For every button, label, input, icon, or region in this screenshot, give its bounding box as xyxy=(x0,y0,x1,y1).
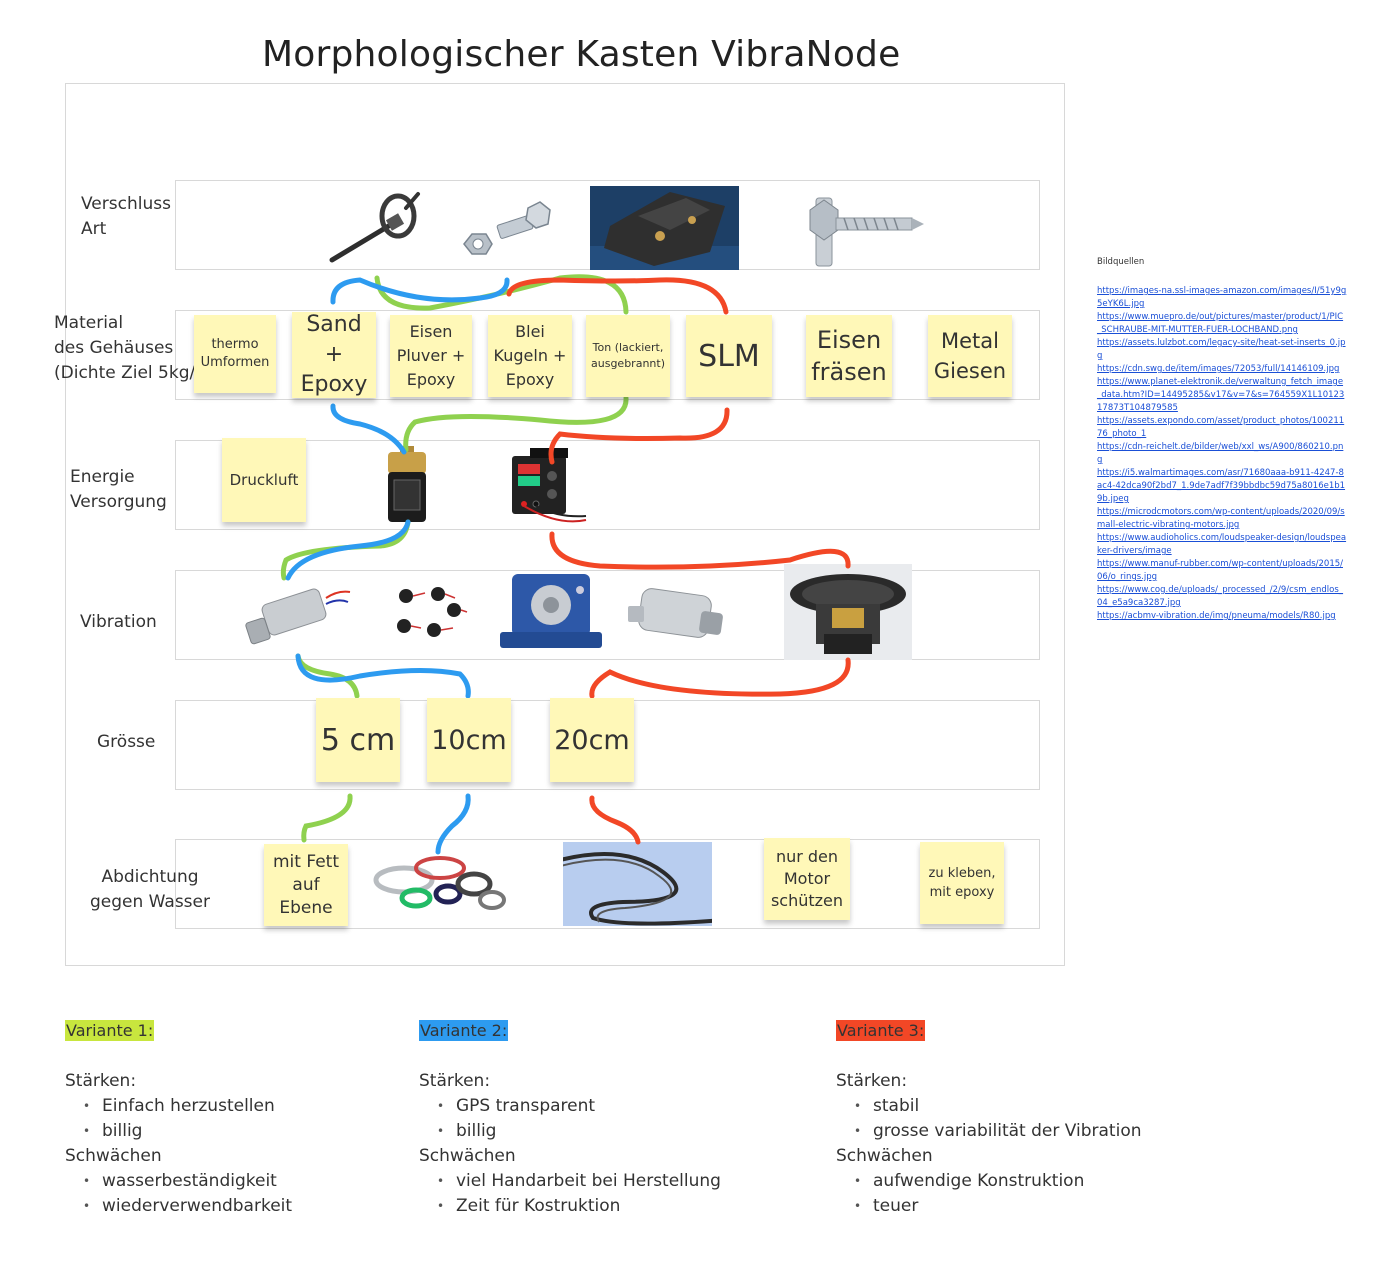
variant2-path xyxy=(435,793,471,855)
sealing-cord-icon xyxy=(563,842,712,926)
note-slm[interactable]: SLM xyxy=(686,315,772,397)
speaker-driver-icon xyxy=(784,564,912,660)
row-energie xyxy=(175,440,1040,530)
variant3-path xyxy=(506,277,729,315)
note-size-20cm[interactable]: 20cm xyxy=(550,698,634,782)
variant-3-strength: stabil xyxy=(854,1094,1142,1119)
variant-2-strength: GPS transparent xyxy=(437,1094,721,1119)
variant-2-weakness: Zeit für Kostruktion xyxy=(437,1194,721,1219)
source-link[interactable]: https://assets.expondo.com/asset/product… xyxy=(1097,416,1345,439)
vibration-motor-icon xyxy=(242,580,354,656)
row-label-material: Material des Gehäuses (Dichte Ziel 5kg/l… xyxy=(54,313,207,383)
variant-3-strength: grosse variabilität der Vibration xyxy=(854,1119,1141,1144)
source-link[interactable]: https://www.cog.de/uploads/_processed_/2… xyxy=(1097,585,1344,608)
source-link[interactable]: https://images-na.ssl-images-amazon.com/… xyxy=(1097,286,1347,309)
variant3-path xyxy=(589,795,641,845)
cable-tie-icon xyxy=(326,186,422,266)
source-link[interactable]: https://assets.lulzbot.com/legacy-site/h… xyxy=(1097,338,1346,361)
variant-3: Variante 3: Stärken: stabil grosse varia… xyxy=(836,1018,1142,1219)
variant-1: Variante 1: Stärken: Einfach herzustelle… xyxy=(65,1018,292,1219)
source-link[interactable]: https://www.manuf-rubber.com/wp-content/… xyxy=(1097,559,1343,582)
source-link[interactable]: https://cdn-reichelt.de/bilder/web/xxl_w… xyxy=(1097,442,1344,465)
variant1-path xyxy=(301,793,353,843)
source-link[interactable]: https://cdn.swg.de/item/images/72053/ful… xyxy=(1097,364,1340,374)
variant3-path xyxy=(548,407,730,465)
variant1-path xyxy=(280,519,411,581)
variant-3-weakness: aufwendige Konstruktion xyxy=(854,1169,1142,1194)
o-rings-icon xyxy=(370,854,512,916)
variant-3-title: Variante 3: xyxy=(836,1020,926,1041)
variant2-path xyxy=(330,403,407,455)
note-kleben-epoxy[interactable]: zu kleben, mit epoxy xyxy=(920,842,1004,924)
battery-icon xyxy=(386,446,430,524)
note-sand-epoxy[interactable]: Sand + Epoxy xyxy=(292,312,376,398)
pneumatic-vibrator-icon xyxy=(498,572,604,652)
image-sources: Bildquellen https://images-na.ssl-images… xyxy=(1097,256,1347,623)
row-label-energie: Energie Versorgung xyxy=(70,467,167,512)
note-thermo-umformen[interactable]: thermo Umformen xyxy=(194,315,276,393)
variant-3-weaknesses-label: Schwächen xyxy=(836,1146,933,1166)
sources-heading: Bildquellen xyxy=(1097,257,1145,267)
note-mit-fett[interactable]: mit Fett auf Ebene xyxy=(264,844,348,926)
variant-1-title: Variante 1: xyxy=(65,1020,155,1041)
variant-2-strength: billig xyxy=(437,1119,721,1144)
variant-1-strength: Einfach herzustellen xyxy=(83,1094,292,1119)
variant-1-weakness: wiederverwendbarkeit xyxy=(83,1194,292,1219)
variant-3-weakness: teuer xyxy=(854,1194,1142,1219)
page-title: Morphologischer Kasten VibraNode xyxy=(262,34,901,75)
variant-3-strengths-label: Stärken: xyxy=(836,1071,908,1091)
variant3-path xyxy=(589,657,851,699)
variant-2-weakness: viel Handarbeit bei Herstellung xyxy=(437,1169,721,1194)
note-motor-schuetzen[interactable]: nur den Motor schützen xyxy=(764,838,850,920)
dc-motor-icon xyxy=(624,582,732,652)
variant-2: Variante 2: Stärken: GPS transparent bil… xyxy=(419,1018,721,1219)
source-link[interactable]: https://www.audioholics.com/loudspeaker-… xyxy=(1097,533,1347,556)
note-metal-giesen[interactable]: Metal Giesen xyxy=(928,315,1012,397)
morphology-frame xyxy=(65,83,1065,966)
variant2-path xyxy=(285,519,411,581)
bolt-nut-icon xyxy=(462,198,552,262)
variant-2-title: Variante 2: xyxy=(419,1020,509,1041)
variant2-path xyxy=(295,653,471,699)
source-link[interactable]: https://i5.walmartimages.com/asr/71680aa… xyxy=(1097,468,1346,504)
variant-1-weakness: wasserbeständigkeit xyxy=(83,1169,292,1194)
self-tapping-screw-icon xyxy=(806,190,926,270)
source-link[interactable]: https://microdcmotors.com/wp-content/upl… xyxy=(1097,507,1345,530)
source-link[interactable]: https://www.muepro.de/out/pictures/maste… xyxy=(1097,312,1344,335)
note-druckluft[interactable]: Druckluft xyxy=(222,438,306,522)
row-label-vibration: Vibration xyxy=(80,612,157,632)
variant-1-weaknesses-label: Schwächen xyxy=(65,1146,162,1166)
source-link[interactable]: https://acbmv-vibration.de/img/pneuma/mo… xyxy=(1097,611,1336,621)
variant3-path xyxy=(549,531,851,570)
variant1-path xyxy=(403,395,629,453)
note-eisen-fraesen[interactable]: Eisen fräsen xyxy=(806,315,892,397)
note-eisen-pulver-epoxy[interactable]: Eisen Pluver + Epoxy xyxy=(390,315,472,397)
variant-2-strengths-label: Stärken: xyxy=(419,1071,491,1091)
coin-vibration-motors-icon xyxy=(384,582,470,646)
row-label-abdichtung: Abdichtung gegen Wasser xyxy=(90,867,210,912)
variant-1-strength: billig xyxy=(83,1119,292,1144)
heat-set-insert-icon xyxy=(590,186,739,270)
row-label-verschluss: Verschluss Art xyxy=(81,194,171,239)
variant-1-strengths-label: Stärken: xyxy=(65,1071,137,1091)
variant2-path xyxy=(330,277,510,305)
row-label-groesse: Grösse xyxy=(97,732,156,752)
note-blei-kugeln-epoxy[interactable]: Blei Kugeln + Epoxy xyxy=(488,315,572,397)
source-link[interactable]: https://www.planet-elektronik.de/verwalt… xyxy=(1097,377,1345,413)
note-size-10cm[interactable]: 10cm xyxy=(427,698,511,782)
note-size-5cm[interactable]: 5 cm xyxy=(316,698,400,782)
note-ton[interactable]: Ton (lackiert, ausgebrannt) xyxy=(586,315,670,397)
variant-2-weaknesses-label: Schwächen xyxy=(419,1146,516,1166)
